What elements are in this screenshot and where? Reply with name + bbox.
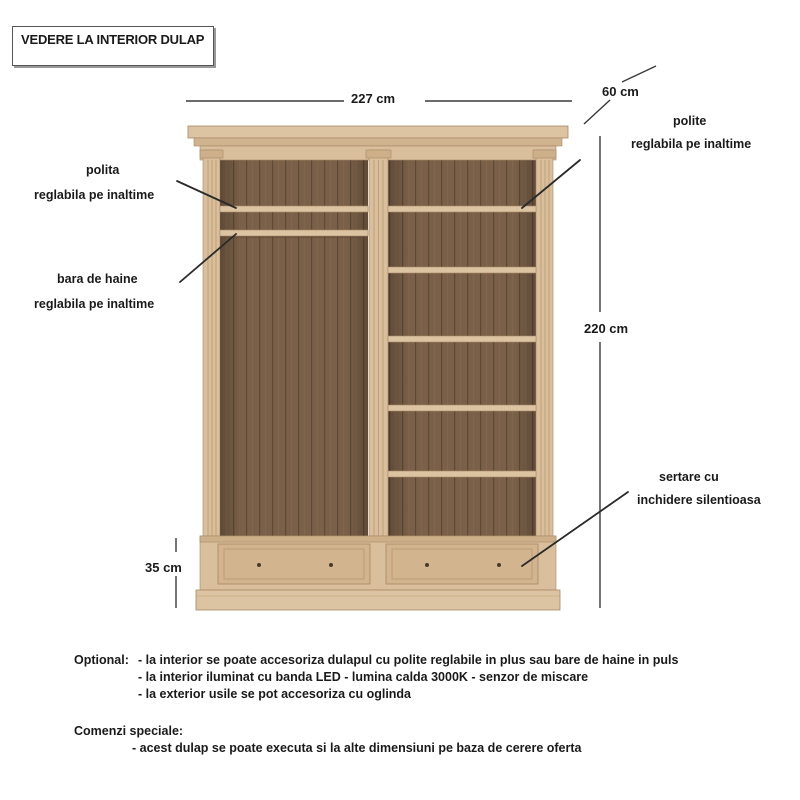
shelves-right [387, 205, 537, 478]
depth-dimension-line [583, 99, 611, 125]
label-drawers-right-line2: inchidere silentioasa [637, 493, 761, 507]
label-shelves-right-line1: polite [673, 114, 707, 128]
width-dimension: 227 cm [351, 91, 396, 106]
leader-drawers-right [521, 491, 629, 567]
label-shelf-left-line1: polita [86, 163, 120, 177]
special-label: Comenzi speciale: [74, 724, 184, 738]
optional-item-1: - la interior se poate accesoriza dulapu… [138, 653, 679, 667]
label-rail-left-line2: reglabila pe inaltime [34, 297, 155, 311]
hanging-rail [219, 229, 369, 237]
special-item-1: - acest dulap se poate executa si la alt… [132, 741, 582, 755]
drawer-left [217, 543, 371, 585]
label-shelf-left-line2: reglabila pe inaltime [34, 188, 155, 202]
label-rail-left-line1: bara de haine [57, 272, 138, 286]
label-shelves-right-line2: reglabila pe inaltime [631, 137, 752, 151]
leader-shelf-left [176, 180, 237, 209]
page-title: VEDERE LA INTERIOR DULAP [12, 26, 214, 66]
optional-item-2: - la interior iluminat cu banda LED - lu… [138, 670, 589, 684]
plinth [195, 589, 561, 611]
pilaster-left [202, 149, 221, 541]
optional-item-3: - la exterior usile se pot accesoriza cu… [138, 687, 412, 701]
optional-label: Optional: [74, 653, 129, 667]
cornice [187, 125, 569, 139]
drawer-right [385, 543, 539, 585]
label-drawers-right-line1: sertare cu [659, 470, 719, 484]
base-dimension: 35 cm [145, 560, 182, 575]
depth-dimension: 60 cm [602, 84, 639, 99]
height-dimension: 220 cm [584, 321, 629, 336]
leader-rail-left [179, 233, 237, 283]
pilaster-right [535, 149, 554, 541]
leader-shelves-right [521, 159, 581, 209]
shelf-left [219, 205, 369, 213]
